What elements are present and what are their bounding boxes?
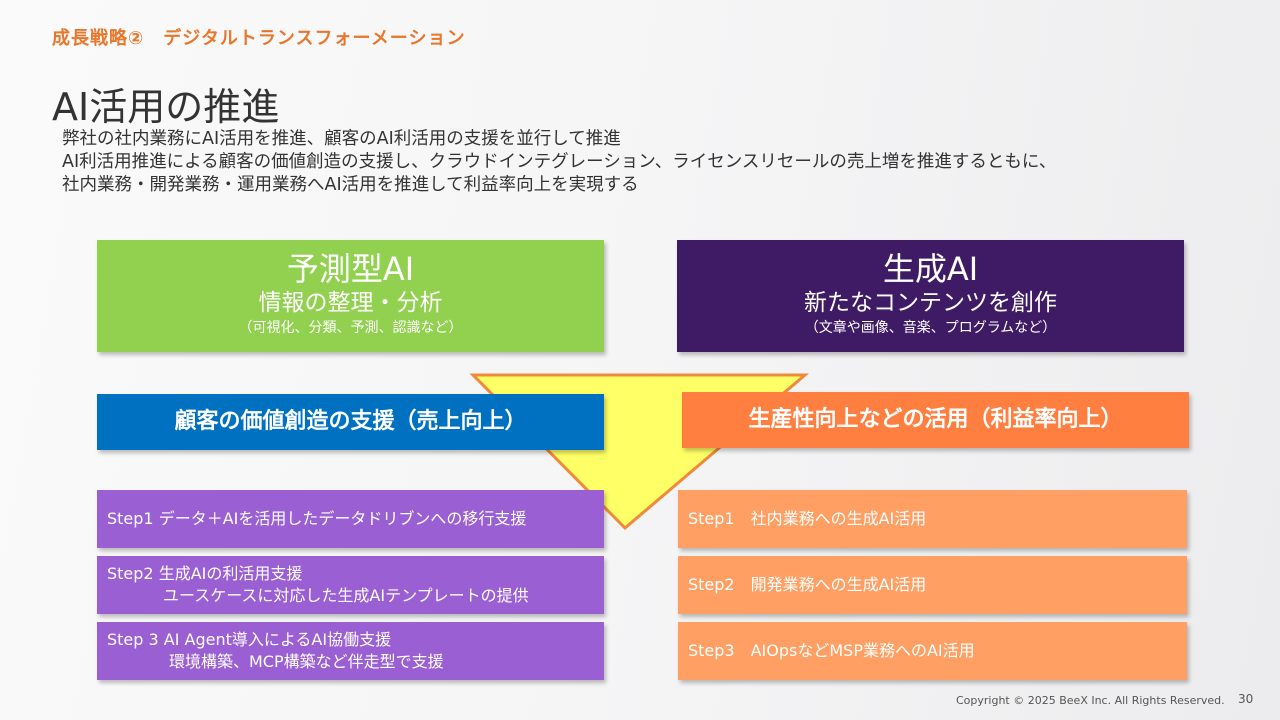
step-text: ユースケースに対応した生成AIテンプレートの提供 bbox=[163, 586, 529, 605]
card-subtitle: 新たなコンテンツを創作 bbox=[804, 290, 1057, 316]
page-title: AI活用の推進 bbox=[52, 85, 280, 129]
generative-ai-card: 生成AI 新たなコンテンツを創作 （文章や画像、音楽、プログラムなど） bbox=[677, 240, 1184, 352]
step-text: Step1 社内業務への生成AI活用 bbox=[688, 509, 927, 528]
desc-line: 社内業務・開発業務・運用業務へAI活用を推進して利益率向上を実現する bbox=[62, 175, 639, 195]
productivity-band: 生産性向上などの活用（利益率向上） bbox=[682, 392, 1189, 448]
right-step-1: Step1 社内業務への生成AI活用 bbox=[678, 490, 1187, 548]
page-number: 30 bbox=[1238, 692, 1254, 706]
card-note: （可視化、分類、予測、認識など） bbox=[238, 320, 463, 336]
left-step-3: Step 3 AI Agent導入によるAI協働支援環境構築、MCP構築など伴走… bbox=[97, 622, 604, 680]
card-note: （文章や画像、音楽、プログラムなど） bbox=[804, 320, 1057, 336]
section-kicker: 成長戦略② デジタルトランスフォーメーション bbox=[52, 28, 466, 49]
customer-value-band: 顧客の価値創造の支援（売上向上） bbox=[97, 394, 604, 450]
copyright: Copyright © 2025 BeeX Inc. All Rights Re… bbox=[956, 694, 1225, 707]
step-text: Step2 開発業務への生成AI活用 bbox=[688, 575, 927, 594]
desc-line: 弊社の社内業務にAI活用を推進、顧客のAI利活用の支援を並行して推進 bbox=[62, 129, 621, 149]
right-step-3: Step3 AIOpsなどMSP業務へのAI活用 bbox=[678, 622, 1187, 680]
right-step-2: Step2 開発業務への生成AI活用 bbox=[678, 556, 1187, 614]
left-step-1: Step1 データ＋AIを活用したデータドリブンへの移行支援 bbox=[97, 490, 604, 548]
description: 弊社の社内業務にAI活用を推進、顧客のAI利活用の支援を並行して推進 AI利活用… bbox=[62, 128, 1056, 197]
step-text: Step1 データ＋AIを活用したデータドリブンへの移行支援 bbox=[107, 509, 527, 528]
desc-line: AI利活用推進による顧客の価値創造の支援し、クラウドインテグレーション、ライセン… bbox=[62, 152, 1057, 172]
left-step-2: Step2 生成AIの利活用支援ユースケースに対応した生成AIテンプレートの提供 bbox=[97, 556, 604, 614]
card-title: 予測型AI bbox=[286, 250, 415, 288]
step-text: Step2 生成AIの利活用支援 bbox=[107, 564, 303, 583]
card-title: 生成AI bbox=[882, 250, 979, 288]
predictive-ai-card: 予測型AI 情報の整理・分析 （可視化、分類、予測、認識など） bbox=[97, 240, 604, 352]
step-text: 環境構築、MCP構築など伴走型で支援 bbox=[169, 652, 444, 671]
card-subtitle: 情報の整理・分析 bbox=[258, 290, 443, 316]
step-text: Step3 AIOpsなどMSP業務へのAI活用 bbox=[688, 641, 975, 660]
step-text: Step 3 AI Agent導入によるAI協働支援 bbox=[107, 630, 392, 649]
